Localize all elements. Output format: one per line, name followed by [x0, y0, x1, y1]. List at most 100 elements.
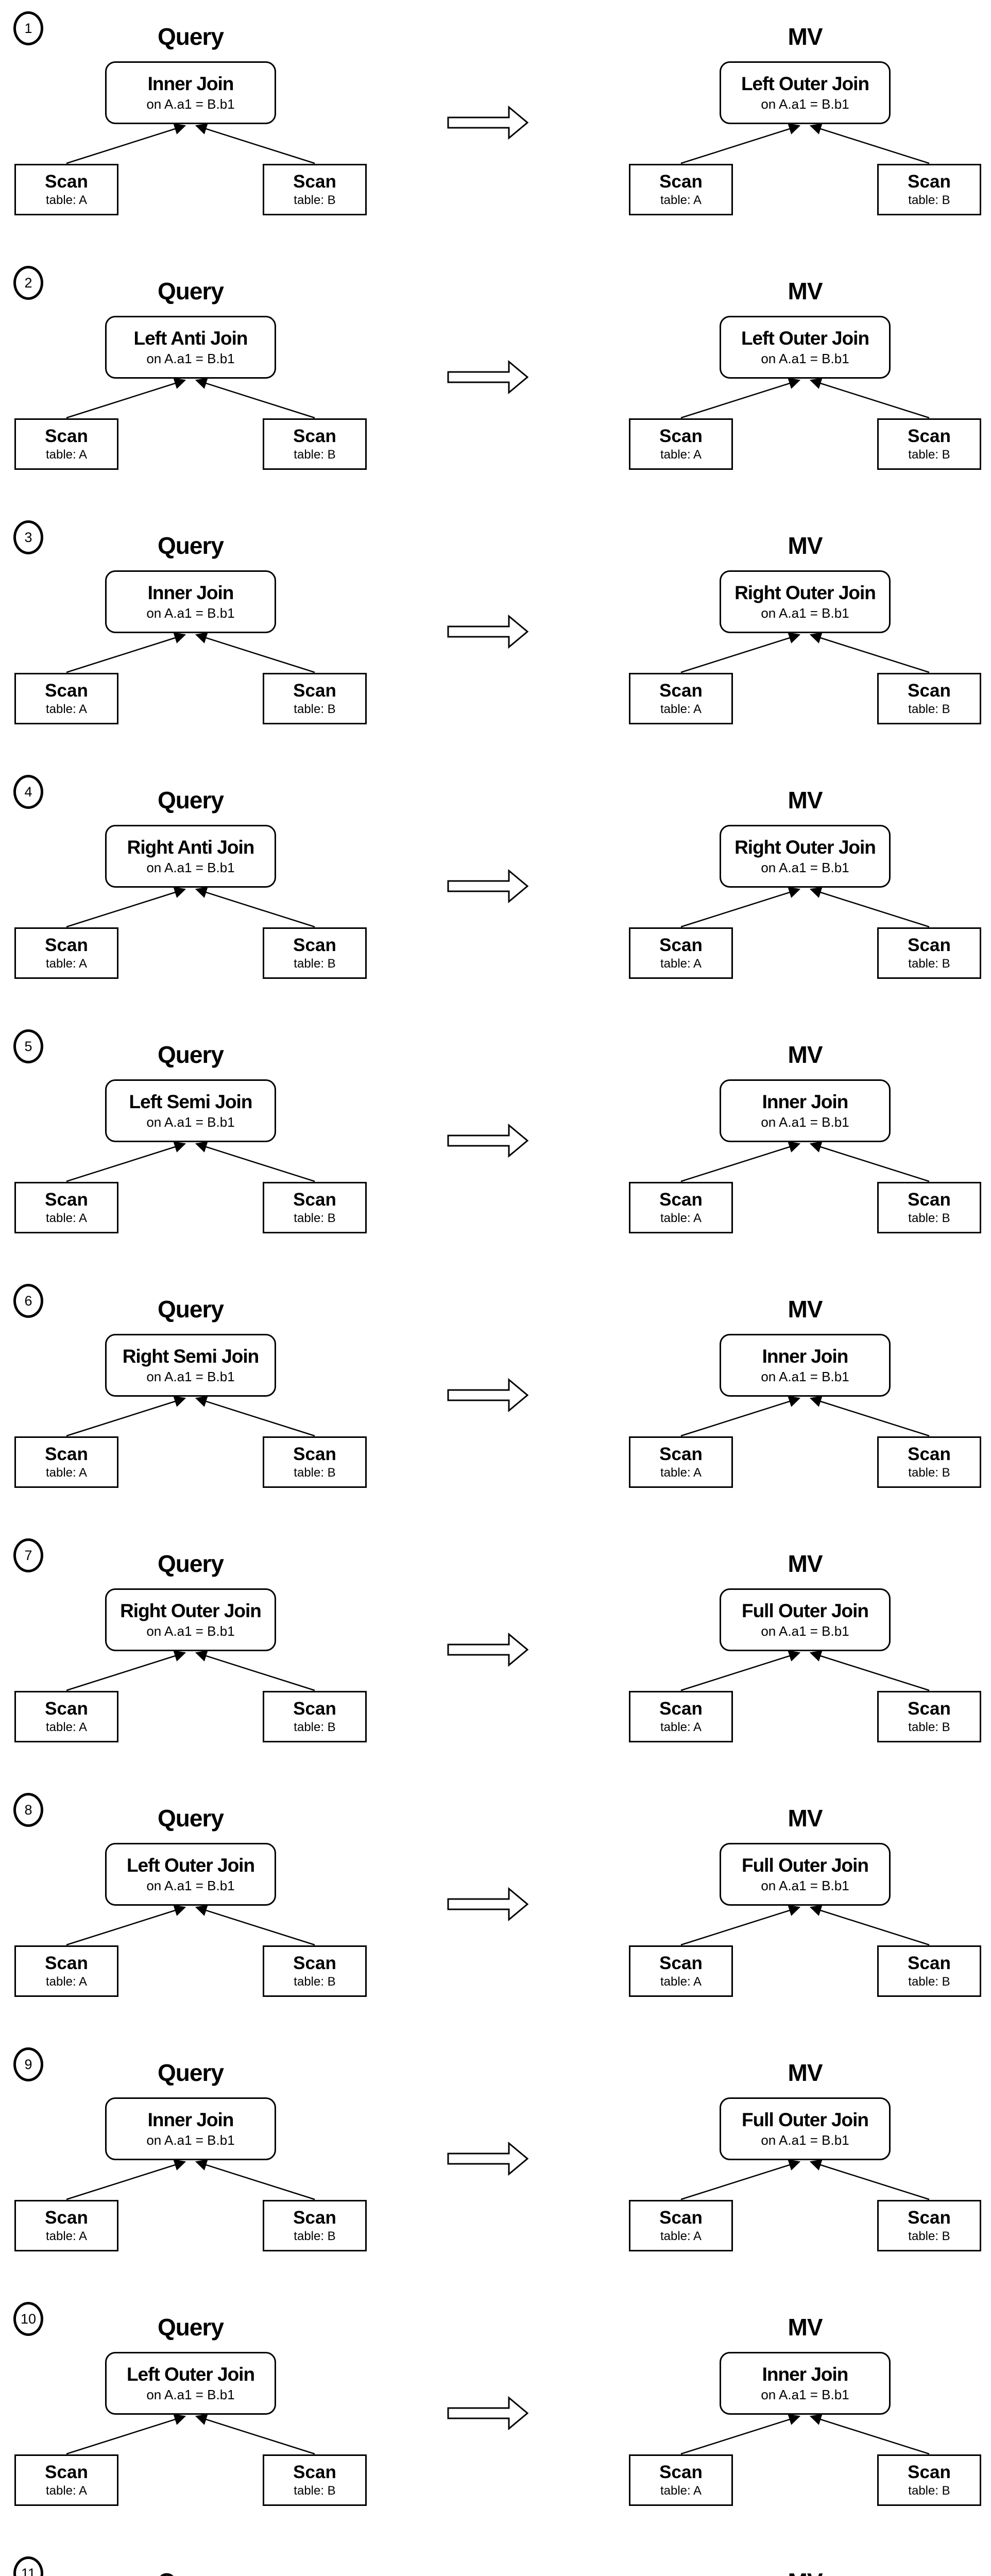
- scan-table-b-label: table: B: [908, 193, 950, 207]
- rule-number-badge: 2: [13, 266, 43, 300]
- query-plan-tree: Query Right Anti Join on A.a1 = B.b1 Sca…: [14, 764, 367, 990]
- scan-label: Scan: [908, 1699, 951, 1719]
- mv-join-type-label: Inner Join: [762, 1091, 849, 1112]
- scan-label: Scan: [45, 1699, 88, 1719]
- query-scan-node-a: Scan table: A: [14, 1691, 118, 1742]
- rule-number: 11: [21, 2565, 36, 2576]
- scan-table-b-label: table: B: [908, 1975, 950, 1989]
- query-tree-title: Query: [158, 1550, 224, 1577]
- query-join-node: Left Outer Join on A.a1 = B.b1: [105, 1843, 276, 1906]
- query-join-node: Inner Join on A.a1 = B.b1: [105, 2097, 276, 2160]
- query-join-node: Left Anti Join on A.a1 = B.b1: [105, 316, 276, 379]
- mv-scan-node-a: Scan table: A: [629, 1691, 733, 1742]
- query-plan-tree: Query Left Outer Join on A.a1 = B.b1 Sca…: [14, 2291, 367, 2517]
- mv-join-condition: on A.a1 = B.b1: [761, 605, 849, 621]
- scan-label: Scan: [659, 172, 703, 192]
- mv-join-type-label: Inner Join: [762, 1346, 849, 1367]
- query-plan-tree: Query Right Semi Join on A.a1 = B.b1 Sca…: [14, 1273, 367, 1499]
- scan-label: Scan: [293, 1190, 336, 1210]
- scan-label: Scan: [659, 1190, 703, 1210]
- scan-table-b-label: table: B: [908, 1211, 950, 1225]
- mv-plan-tree: MV Full Outer Join on A.a1 = B.b1 Scan t…: [629, 1527, 981, 1754]
- query-join-condition: on A.a1 = B.b1: [146, 1369, 235, 1384]
- query-join-node: Left Outer Join on A.a1 = B.b1: [105, 2352, 276, 2415]
- scan-table-a-label: table: A: [45, 1466, 88, 1480]
- transform-rule-row: 10 Query Left Outer Join on A.a1 = B.b1 …: [0, 2291, 991, 2545]
- query-scan-node-b: Scan table: B: [263, 164, 367, 215]
- scan-label: Scan: [659, 2462, 703, 2482]
- rule-number-badge: 8: [13, 1793, 43, 1827]
- mv-join-node: Inner Join on A.a1 = B.b1: [720, 1334, 891, 1397]
- mv-join-type-label: Full Outer Join: [741, 1855, 869, 1876]
- mv-scan-node-b: Scan table: B: [877, 673, 981, 724]
- scan-table-b-label: table: B: [294, 2484, 336, 2498]
- mv-plan-tree: MV Inner Join on A.a1 = B.b1 Scan table:…: [629, 2291, 981, 2517]
- mv-scan-node-a: Scan table: A: [629, 673, 733, 724]
- transform-arrow-icon: [447, 1887, 529, 1921]
- query-join-type-label: Inner Join: [147, 582, 234, 603]
- mv-join-type-label: Full Outer Join: [741, 1600, 869, 1621]
- scan-label: Scan: [45, 681, 88, 701]
- scan-label: Scan: [659, 681, 703, 701]
- query-join-type-label: Right Semi Join: [122, 1346, 260, 1367]
- query-join-type-label: Left Outer Join: [126, 2364, 255, 2385]
- transform-rule-row: 1 Query Inner Join on A.a1 = B.b1 Scan t…: [0, 0, 991, 255]
- transform-rule-row: 6 Query Right Semi Join on A.a1 = B.b1 S…: [0, 1273, 991, 1527]
- query-scan-node-a: Scan table: A: [14, 1182, 118, 1233]
- query-join-node: Inner Join on A.a1 = B.b1: [105, 570, 276, 633]
- scan-label: Scan: [293, 172, 336, 192]
- query-tree-title: Query: [158, 2314, 224, 2341]
- query-scan-node-b: Scan table: B: [263, 2454, 367, 2506]
- scan-label: Scan: [293, 1444, 336, 1464]
- query-scan-node-a: Scan table: A: [14, 418, 118, 470]
- rule-number: 9: [24, 2056, 32, 2072]
- query-scan-node-b: Scan table: B: [263, 1436, 367, 1488]
- mv-scan-node-a: Scan table: A: [629, 2454, 733, 2506]
- scan-label: Scan: [908, 1190, 951, 1210]
- mv-join-node: Inner Join on A.a1 = B.b1: [720, 1079, 891, 1142]
- scan-table-a-label: table: A: [660, 2229, 702, 2243]
- query-join-condition: on A.a1 = B.b1: [146, 605, 235, 621]
- scan-label: Scan: [293, 2208, 336, 2228]
- scan-table-a-label: table: A: [660, 2484, 702, 2498]
- scan-table-b-label: table: B: [294, 2229, 336, 2243]
- mv-scan-node-b: Scan table: B: [877, 1436, 981, 1488]
- mv-scan-node-b: Scan table: B: [877, 2454, 981, 2506]
- transform-rule-row: 2 Query Left Anti Join on A.a1 = B.b1 Sc…: [0, 255, 991, 509]
- scan-table-a-label: table: A: [45, 2484, 88, 2498]
- scan-label: Scan: [293, 1699, 336, 1719]
- mv-join-condition: on A.a1 = B.b1: [761, 351, 849, 366]
- query-scan-node-b: Scan table: B: [263, 1691, 367, 1742]
- query-join-type-label: Right Outer Join: [120, 1600, 262, 1621]
- rule-number-badge: 7: [13, 1538, 43, 1572]
- mv-scan-node-a: Scan table: A: [629, 1436, 733, 1488]
- scan-label: Scan: [659, 2208, 703, 2228]
- mv-join-type-label: Left Outer Join: [741, 328, 869, 349]
- mv-join-type-label: Full Outer Join: [741, 2109, 869, 2130]
- mv-tree-title: MV: [788, 787, 823, 814]
- query-join-node: Right Outer Join on A.a1 = B.b1: [105, 1588, 276, 1651]
- scan-label: Scan: [908, 1953, 951, 1973]
- transform-rule-row: 3 Query Inner Join on A.a1 = B.b1 Scan t…: [0, 509, 991, 764]
- query-scan-node-b: Scan table: B: [263, 1945, 367, 1997]
- transform-arrow-icon: [447, 2396, 529, 2430]
- transform-arrow-icon: [447, 106, 529, 140]
- query-tree-title: Query: [158, 2059, 224, 2086]
- query-tree-title: Query: [14, 2568, 367, 2576]
- transform-rule-row: 7 Query Right Outer Join on A.a1 = B.b1 …: [0, 1527, 991, 1782]
- query-join-type-label: Right Anti Join: [127, 837, 255, 858]
- scan-table-b-label: table: B: [908, 1466, 950, 1480]
- scan-label: Scan: [908, 681, 951, 701]
- scan-label: Scan: [293, 1953, 336, 1973]
- scan-table-b-label: table: B: [294, 448, 336, 462]
- mv-tree-title: MV: [788, 1296, 823, 1323]
- scan-table-b-label: table: B: [294, 957, 336, 971]
- scan-label: Scan: [293, 935, 336, 955]
- transform-rule-row: 5 Query Left Semi Join on A.a1 = B.b1 Sc…: [0, 1018, 991, 1273]
- query-tree-title: Query: [158, 23, 224, 50]
- mv-scan-node-a: Scan table: A: [629, 2200, 733, 2251]
- scan-label: Scan: [908, 172, 951, 192]
- mv-plan-tree: MV Inner Join on A.a1 = B.b1 Scan table:…: [629, 1018, 981, 1245]
- rule-number-badge: 10: [13, 2302, 43, 2336]
- query-plan-tree: Query Inner Join on A.a1 = B.b1 Scan tab…: [14, 2036, 367, 2263]
